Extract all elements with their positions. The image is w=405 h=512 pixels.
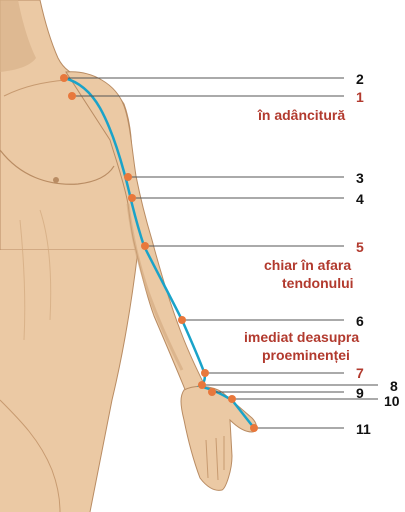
leader-lines <box>64 77 378 429</box>
label-4: 4 <box>356 191 364 207</box>
label-8: 8 <box>390 378 398 394</box>
pectoral-outline <box>0 149 115 185</box>
note-6a: imediat deasupra <box>244 329 359 345</box>
point-7 <box>201 369 209 377</box>
point-3 <box>124 173 132 181</box>
nipple <box>53 177 59 183</box>
label-11: 11 <box>356 421 371 437</box>
point-10 <box>228 395 236 403</box>
point-11 <box>250 424 258 432</box>
label-2: 2 <box>356 71 364 87</box>
label-1: 1 <box>356 89 364 105</box>
torso-lower <box>0 250 138 512</box>
point-9 <box>208 388 216 396</box>
abdomen-shading <box>19 209 52 341</box>
clavicle-line <box>3 79 67 97</box>
note-1: în adâncitură <box>257 107 345 123</box>
point-5 <box>141 242 149 250</box>
point-6 <box>178 316 186 324</box>
neck-shading <box>0 0 36 72</box>
point-4 <box>128 194 136 202</box>
note-5a: chiar în afara <box>264 257 351 273</box>
arm-shading <box>126 203 184 371</box>
label-9: 9 <box>356 385 364 401</box>
label-7: 7 <box>356 365 364 381</box>
hand-silhouette <box>180 385 257 491</box>
label-5: 5 <box>356 239 364 255</box>
point-1 <box>68 92 76 100</box>
pelvis-contour <box>0 399 61 512</box>
label-6: 6 <box>356 313 364 329</box>
torso-right-edge <box>89 249 139 512</box>
note-6b: proeminenței <box>262 347 350 363</box>
label-3: 3 <box>356 170 364 186</box>
point-8 <box>198 381 206 389</box>
point-2 <box>60 74 68 82</box>
note-5b: tendonului <box>282 275 354 291</box>
finger-lines <box>205 436 225 481</box>
acupoints <box>60 74 258 432</box>
label-10: 10 <box>384 393 400 409</box>
